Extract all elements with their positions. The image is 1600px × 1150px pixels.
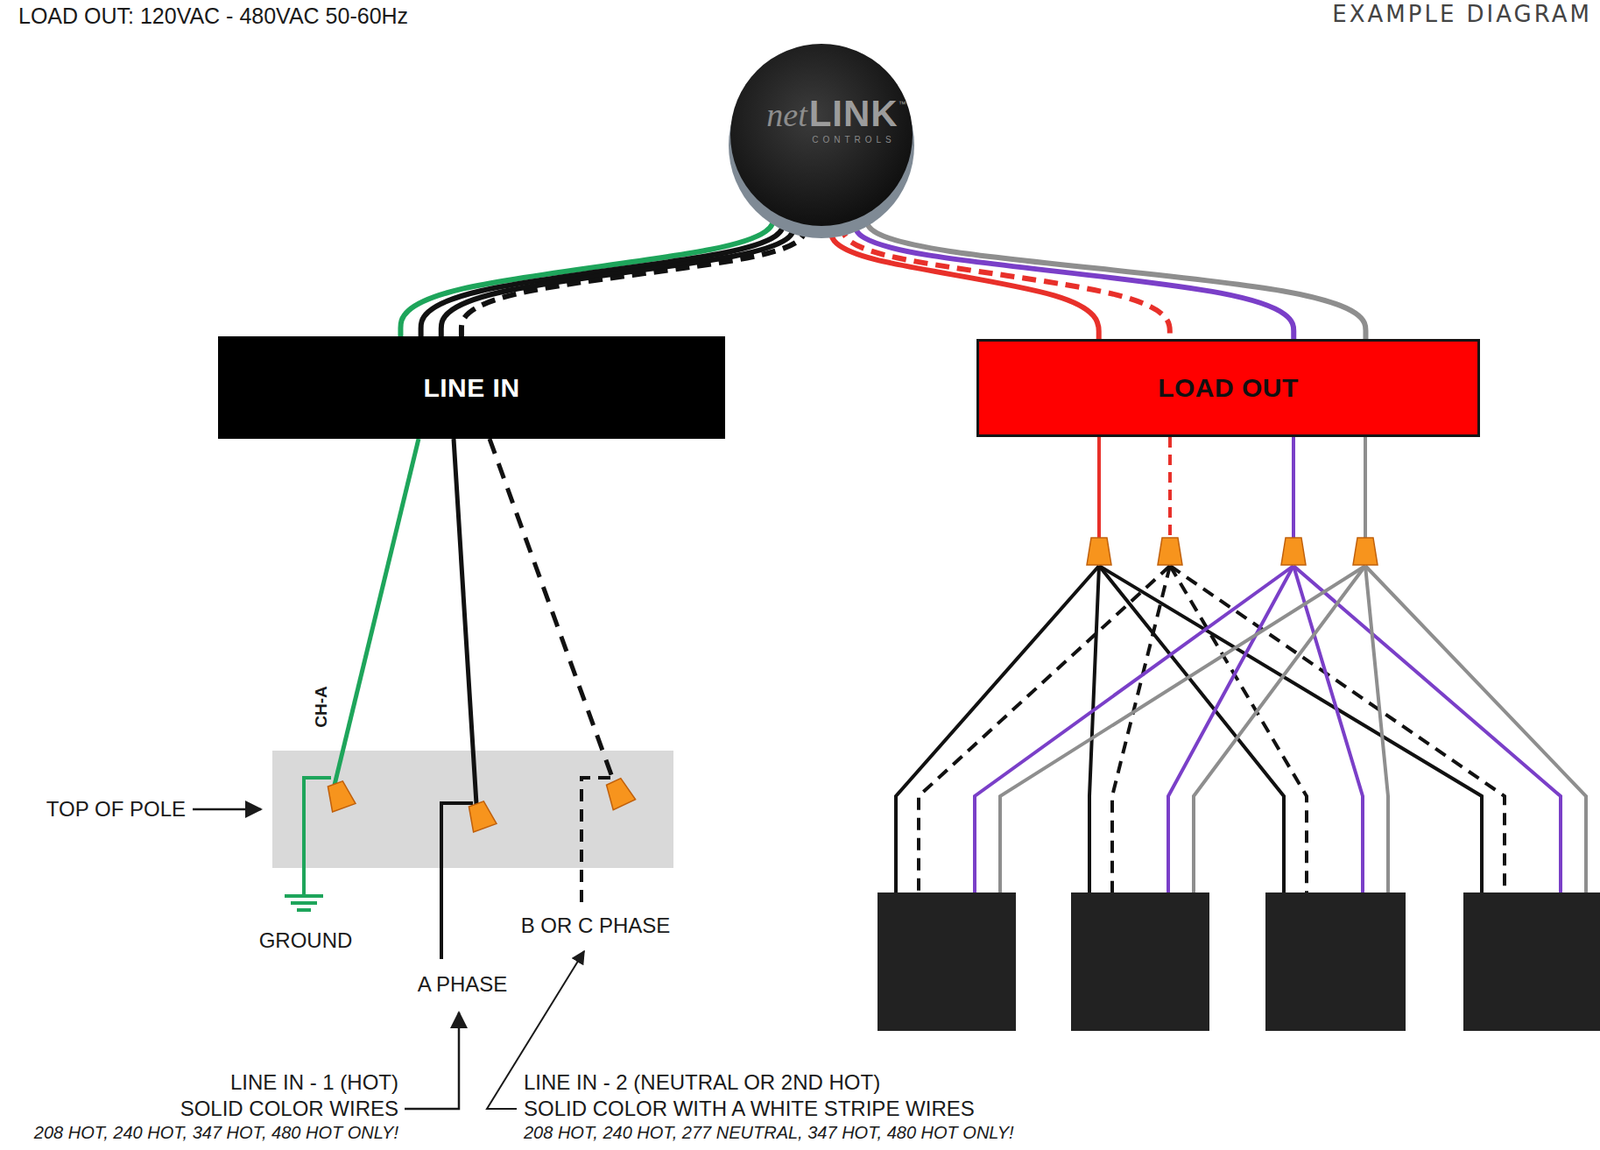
node-text: LINE IN [422, 373, 520, 403]
light-fixture [1463, 892, 1600, 1031]
wire [855, 218, 1294, 339]
fixture-wire [1170, 565, 1505, 893]
wire-nut [1281, 537, 1306, 565]
fixture-wires [895, 565, 1586, 893]
fixture-wire [1365, 565, 1389, 893]
node-text: CONTROLS [754, 134, 918, 145]
label-text: A PHASE [417, 972, 508, 997]
wire-nut [1086, 537, 1112, 565]
label-text: LOAD OUT: 120VAC - 480VAC 50-60Hz [18, 3, 409, 29]
wire-bundle [400, 211, 804, 337]
label-text: TOP OF POLE [46, 796, 186, 822]
wire-nut [602, 775, 636, 810]
label-text: EXAMPLE DIAGRAM [1332, 1, 1593, 29]
fixture-wire [1112, 565, 1171, 893]
ground-symbol [284, 895, 324, 910]
bc-phase-lead [581, 777, 611, 907]
load-out-box: LOAD OUT [976, 338, 1481, 438]
wire [866, 213, 1366, 339]
label-text: CH-A [311, 685, 332, 728]
fixture-wire [1000, 565, 1366, 893]
neutral-wire [489, 438, 614, 780]
fixture-wire [1099, 565, 1284, 893]
callout-arrow [404, 1012, 459, 1109]
fixture-wire [1193, 565, 1366, 893]
wire-nut [465, 799, 497, 832]
label-text: GROUND [259, 928, 353, 953]
a-phase-lead [441, 803, 473, 959]
label-text: SOLID COLOR WITH A WHITE STRIPE WIRES [523, 1096, 975, 1121]
load-neutral-wire [1168, 437, 1172, 538]
light-fixture [877, 892, 1016, 1031]
fixture-wire [1089, 565, 1100, 893]
dim-wire [1363, 437, 1368, 538]
pointer-arrow [192, 808, 261, 811]
label-text: LINE IN - 1 (HOT) [230, 1070, 399, 1095]
node-text: net [766, 95, 807, 134]
label-text: 208 HOT, 240 HOT, 277 NEUTRAL, 347 HOT, … [523, 1122, 1015, 1143]
fixture-wire [1168, 565, 1294, 893]
wire-bundle [831, 213, 1367, 339]
controller-puck: netLINK™ CONTROLS [725, 36, 918, 239]
wire-nut [1157, 537, 1183, 565]
light-fixture [1071, 892, 1210, 1031]
ground-wire [334, 438, 419, 785]
fixture-wire [918, 565, 1171, 893]
label-text: B OR C PHASE [521, 913, 671, 938]
hot-wire [453, 438, 477, 804]
dim-wire [1291, 437, 1296, 538]
light-fixture [1265, 892, 1406, 1031]
wire [461, 224, 804, 337]
wire-nut [324, 779, 356, 812]
label-text: LINE IN - 2 (NEUTRAL OR 2ND HOT) [523, 1070, 881, 1095]
wire-nut [1353, 537, 1378, 565]
fixture-wire [1365, 565, 1586, 893]
node-text: LINK [809, 92, 899, 135]
node-text: ™ [898, 99, 907, 109]
label-text: 208 HOT, 240 HOT, 347 HOT, 480 HOT ONLY! [34, 1122, 399, 1143]
line-in-box: LINE IN [218, 336, 726, 439]
label-text: SOLID COLOR WIRES [180, 1096, 399, 1121]
node-text: LOAD OUT [1157, 373, 1299, 403]
ground-lead [303, 777, 332, 896]
load-hot-wire [1097, 437, 1101, 538]
